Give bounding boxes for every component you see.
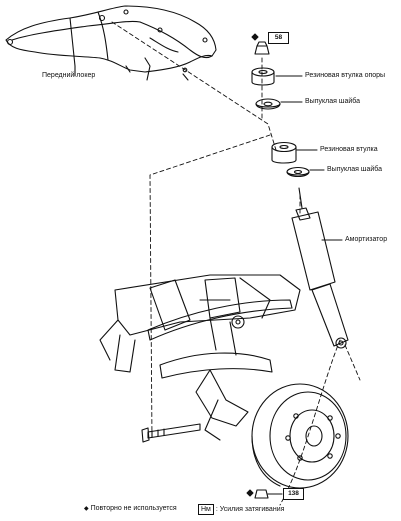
label-front-fender-liner: Передний локер [42,72,96,79]
knuckle-drawing [159,299,273,441]
upper-nut [251,33,270,55]
lower-washer [286,166,310,178]
shock-absorber-drawing [291,187,349,349]
diamond-icon: ◆ [84,506,89,512]
label-upper-convex-washer: Выпуклая шайба [305,98,361,105]
torque-box-lower: 138 [283,488,304,500]
label-lower-convex-washer: Выпуклая шайба [327,166,383,173]
legend-tightening-torque-text: : Усилия затягивания [215,506,285,513]
lower-bushing [271,141,297,164]
fender-liner-drawing [5,5,217,81]
lower-bolt [141,423,201,443]
upper-washer [255,98,281,110]
upper-bushing [251,67,275,86]
legend-not-reusable: ◆ Повторно не используется [84,505,177,512]
control-arm-drawing [147,299,293,341]
frame-drawing [99,274,301,373]
nm-symbol: Нм [198,504,214,515]
brake-drum-drawing [251,383,349,489]
label-upper-rubber-bushing: Резиновая втулка опоры [305,72,386,79]
legend-tightening-torque: Нм: Усилия затягивания [198,504,284,515]
lower-nut [246,489,269,499]
legend-not-reusable-text: Повторно не используется [90,505,177,512]
label-lower-rubber-bushing: Резиновая втулка [320,146,378,153]
label-shock-absorber: Амортизатор [345,236,388,243]
torque-box-upper: 58 [268,32,289,44]
